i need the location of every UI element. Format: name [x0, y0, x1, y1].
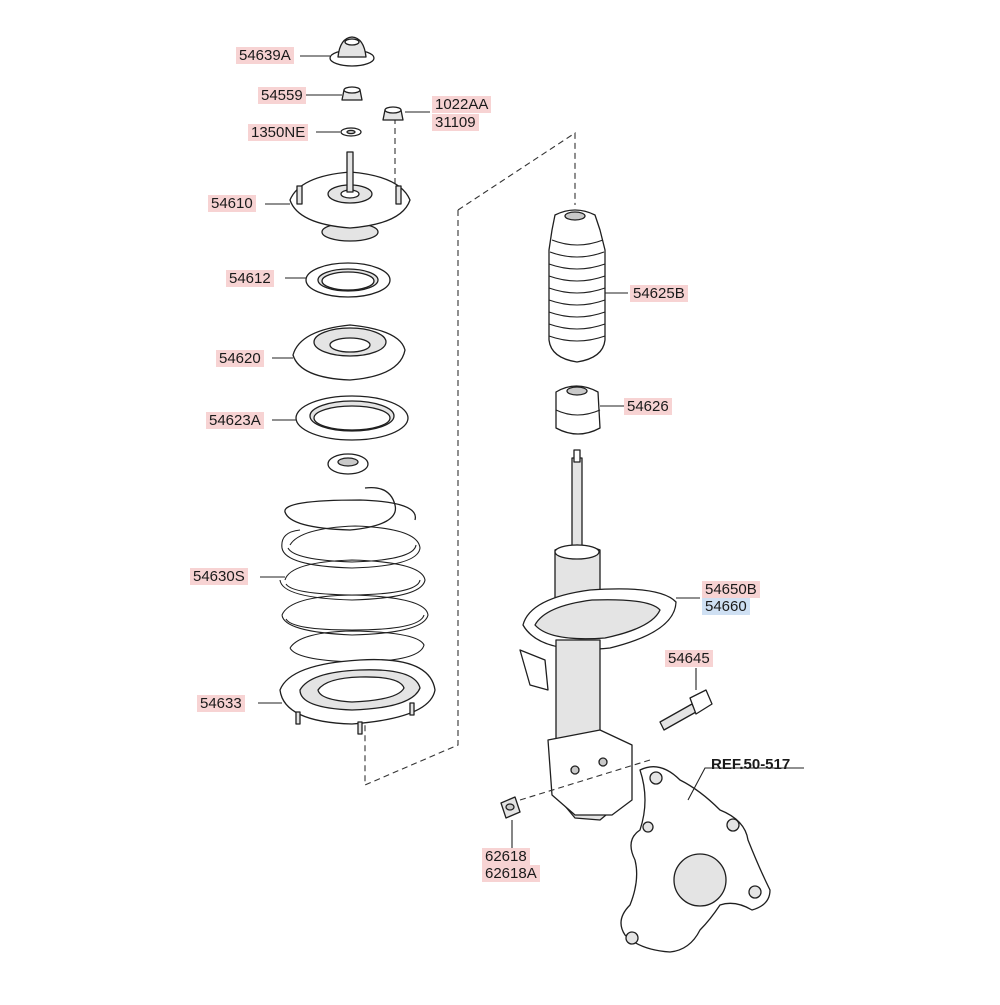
label-1022AA: 1022AA: [432, 96, 492, 113]
bearing-part: [305, 262, 391, 298]
spring-lower-pad-part: [279, 658, 436, 735]
strut-body-part: [519, 449, 677, 821]
label-54623A: 54623A: [206, 412, 264, 429]
label-54626: 54626: [624, 398, 672, 415]
label-54620: 54620: [216, 350, 264, 367]
strut-mount-part: [289, 151, 411, 242]
label-54559: 54559: [258, 87, 306, 104]
label-54650B: 54650B: [702, 581, 760, 598]
washer-part: [340, 127, 362, 137]
label-54625B: 54625B: [630, 285, 688, 302]
lock-nut-part: [341, 86, 363, 101]
label-54645: 54645: [665, 650, 713, 667]
steering-knuckle-part: [620, 766, 771, 953]
bump-stopper-part: [555, 385, 601, 435]
flange-nut-part: [382, 106, 404, 121]
label-31109: 31109: [432, 114, 479, 131]
label-54610: 54610: [208, 195, 256, 212]
label-54612: 54612: [226, 270, 274, 287]
dust-boot-part: [548, 209, 606, 363]
spring-upper-seat-part: [292, 324, 406, 381]
label-54660: 54660: [702, 598, 750, 615]
spring-pad-part: [295, 395, 409, 441]
coil-spring-part: [279, 486, 429, 663]
label-62618: 62618: [482, 848, 530, 865]
top-cap-part: [329, 36, 375, 67]
strut-nut-part: [500, 796, 521, 819]
assembly-guide-loop: [364, 131, 576, 786]
bolt-part: [659, 689, 713, 731]
bolt-guide: [519, 759, 651, 801]
label-54630S: 54630S: [190, 568, 248, 585]
ring-spacer-part: [327, 453, 369, 475]
label-54639A: 54639A: [236, 47, 294, 64]
label-62618A: 62618A: [482, 865, 540, 882]
label-54633: 54633: [197, 695, 245, 712]
label-ref-50-517: REF.50-517: [711, 756, 791, 773]
label-1350NE: 1350NE: [248, 124, 309, 141]
